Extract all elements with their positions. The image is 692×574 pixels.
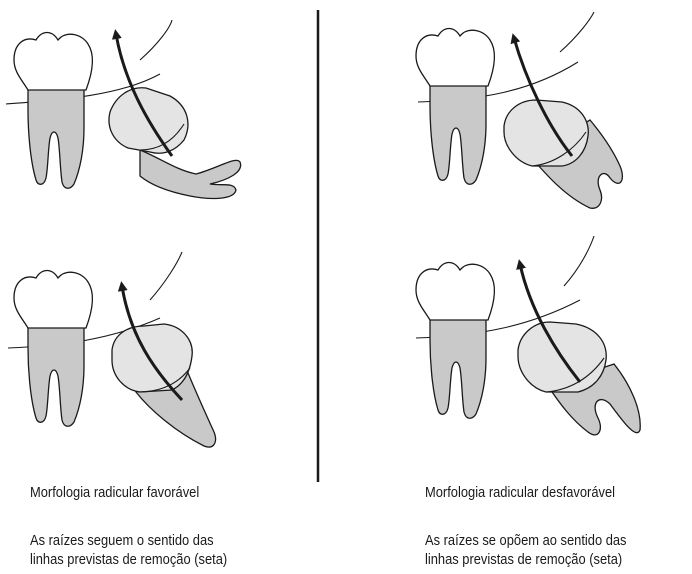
unfavorable-description-line: linhas previstas de remoção (seta) xyxy=(425,550,627,569)
unfavorable-description: As raízes se opõem ao sentido das linhas… xyxy=(425,531,627,569)
favorable-description-line: linhas previstas de remoção (seta) xyxy=(30,550,227,569)
favorable-example-top xyxy=(6,20,241,198)
unfavorable-example-bottom xyxy=(416,236,640,435)
favorable-description: As raízes seguem o sentido das linhas pr… xyxy=(30,531,227,569)
unfavorable-description-line: As raízes se opõem ao sentido das xyxy=(425,531,627,550)
favorable-title: Morfologia radicular favorável xyxy=(30,483,199,502)
favorable-example-bottom xyxy=(8,252,216,447)
favorable-description-line: As raízes seguem o sentido das xyxy=(30,531,227,550)
unfavorable-example-top xyxy=(416,12,622,208)
unfavorable-title: Morfologia radicular desfavorável xyxy=(425,483,615,502)
